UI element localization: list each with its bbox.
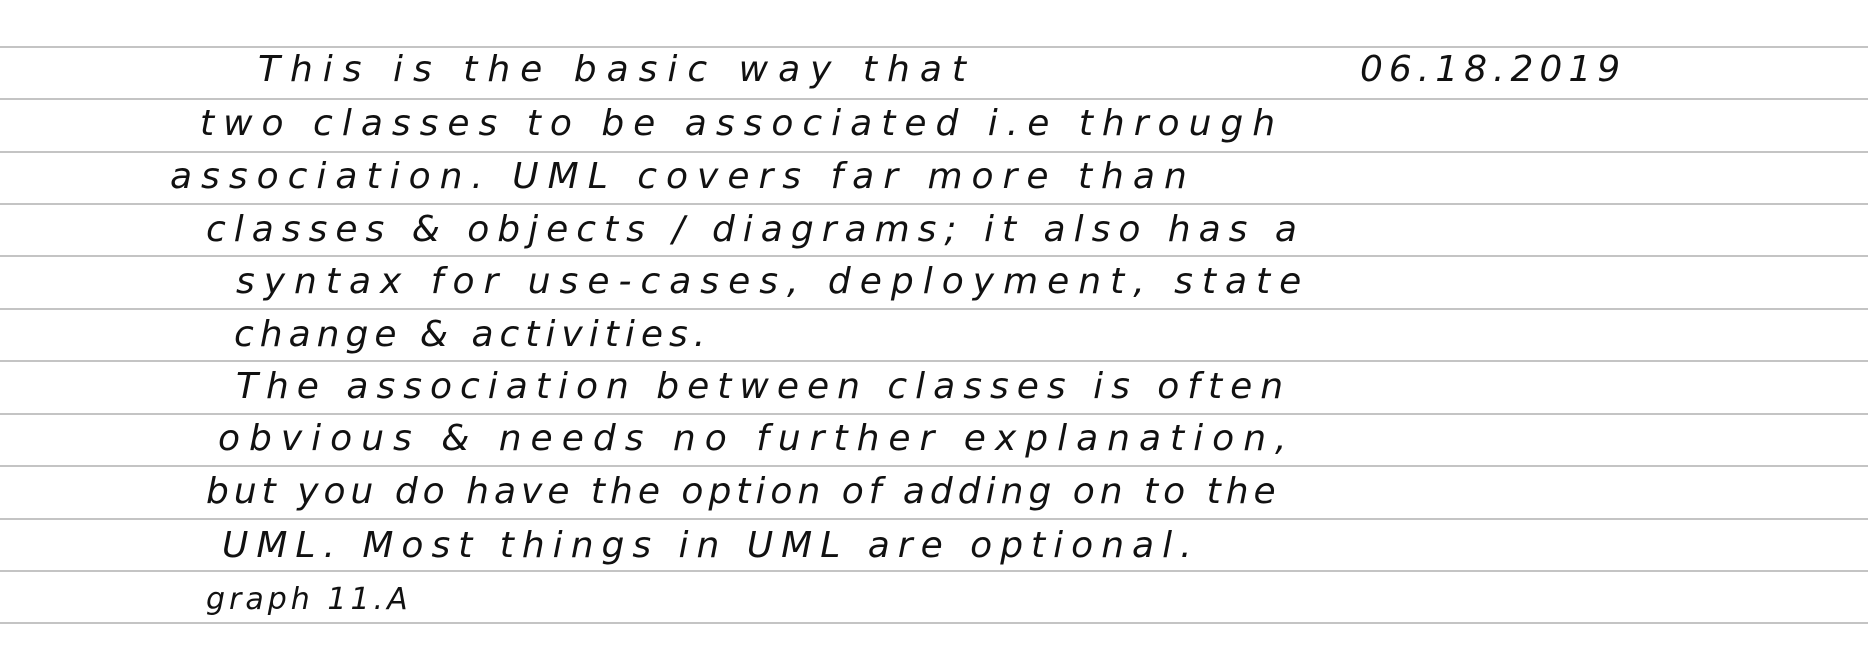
text-line: change & activities.: [234, 314, 712, 355]
text-line: syntax for use-cases, deployment, state: [236, 261, 1311, 302]
text-line: This is the basic way that: [258, 49, 976, 90]
text-line: UML. Most things in UML are optional.: [222, 525, 1200, 566]
text-line: classes & objects / diagrams; it also ha…: [206, 209, 1305, 250]
text-line: graph 11.A: [206, 582, 412, 617]
text-line: The association between classes is often: [236, 366, 1292, 407]
text-line: two classes to be associated i.e through: [200, 103, 1285, 144]
note-date: 06.18.2019: [1360, 49, 1627, 90]
text-line: but you do have the option of adding on …: [206, 471, 1281, 512]
text-line: obvious & needs no further explanation,: [218, 418, 1296, 459]
text-line: association. UML covers far more than: [170, 156, 1196, 197]
rule-group: [0, 46, 1868, 624]
